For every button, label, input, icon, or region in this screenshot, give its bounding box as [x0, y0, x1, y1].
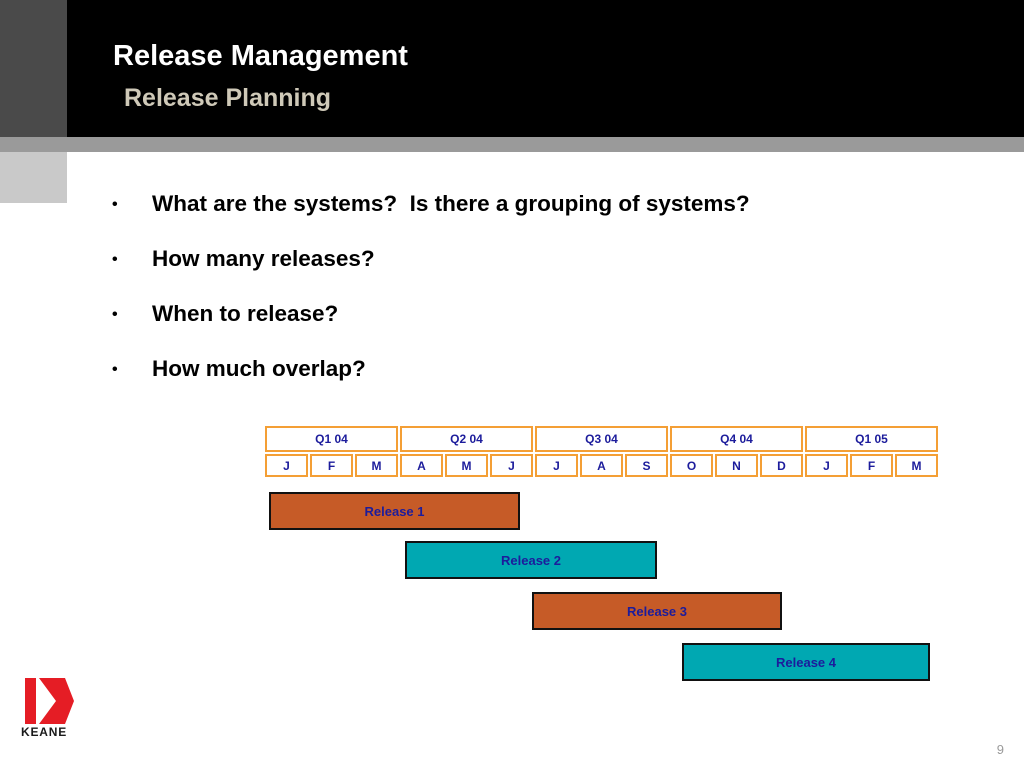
- month-cell: M: [355, 454, 398, 477]
- bullet-text: When to release?: [152, 301, 339, 326]
- quarter-label: Q1 05: [805, 426, 938, 452]
- month-cell: F: [850, 454, 893, 477]
- month-cell: J: [535, 454, 578, 477]
- bullet-item: • How much overlap?: [112, 356, 912, 384]
- decorative-gray-square: [0, 152, 67, 203]
- slide-subtitle: Release Planning: [124, 84, 332, 112]
- page-number: 9: [996, 742, 1004, 757]
- quarter-label: Q1 04: [265, 426, 398, 452]
- month-cell: S: [625, 454, 668, 477]
- month-cell: A: [580, 454, 623, 477]
- keane-k-icon: [25, 678, 74, 724]
- month-cell: M: [445, 454, 488, 477]
- header-left-strip: [0, 0, 67, 137]
- month-cell: F: [310, 454, 353, 477]
- gantt-bar-4: Release 4: [682, 643, 930, 681]
- month-cell: J: [805, 454, 848, 477]
- header-band: Release Management Release Planning: [0, 0, 1024, 137]
- header-divider-band: [0, 137, 1024, 152]
- slide-title: Release Management: [113, 40, 408, 72]
- keane-logo: KEANE: [21, 678, 74, 739]
- month-cell: J: [265, 454, 308, 477]
- bullet-text: How many releases?: [152, 246, 375, 271]
- month-cell: O: [670, 454, 713, 477]
- bullet-item: • When to release?: [112, 301, 912, 329]
- month-cell: N: [715, 454, 758, 477]
- month-cell: M: [895, 454, 938, 477]
- bullet-list: • What are the systems? Is there a group…: [112, 191, 912, 411]
- gantt-bar-3: Release 3: [532, 592, 782, 630]
- bullet-item: • What are the systems? Is there a group…: [112, 191, 912, 219]
- bullet-icon: •: [112, 251, 118, 268]
- gantt-bar-1: Release 1: [269, 492, 520, 530]
- bullet-icon: •: [112, 361, 118, 378]
- quarter-label: Q4 04: [670, 426, 803, 452]
- gantt-bar-2: Release 2: [405, 541, 657, 579]
- month-cell: J: [490, 454, 533, 477]
- keane-logo-text: KEANE: [21, 725, 68, 739]
- bullet-text: How much overlap?: [152, 356, 366, 381]
- bullet-text: What are the systems? Is there a groupin…: [152, 191, 750, 216]
- quarter-label: Q2 04: [400, 426, 533, 452]
- bullet-icon: •: [112, 196, 118, 213]
- month-cell: A: [400, 454, 443, 477]
- quarter-label: Q3 04: [535, 426, 668, 452]
- bullet-item: • How many releases?: [112, 246, 912, 274]
- month-cell: D: [760, 454, 803, 477]
- bullet-icon: •: [112, 306, 118, 323]
